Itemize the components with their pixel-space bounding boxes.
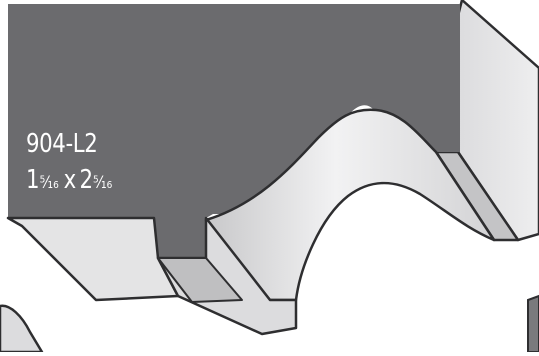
dimension-height-fraction: ⁵⁄₁₆ [93,173,113,193]
lower-step-front [157,257,243,303]
dimension-separator: x [63,165,77,195]
profile-face [8,4,460,258]
dimension-width-whole: 1 [26,165,40,195]
bottom-right-block [527,294,539,353]
left-bottom-face [6,216,180,302]
cove-surface [204,108,496,302]
dimension-width-fraction: ⁵⁄₁₆ [39,173,59,193]
profile-code: 904-L2 [26,129,98,159]
lower-step [156,216,298,336]
dimension-height-whole: 2 [79,165,94,195]
bottom-left-piece [0,304,44,354]
